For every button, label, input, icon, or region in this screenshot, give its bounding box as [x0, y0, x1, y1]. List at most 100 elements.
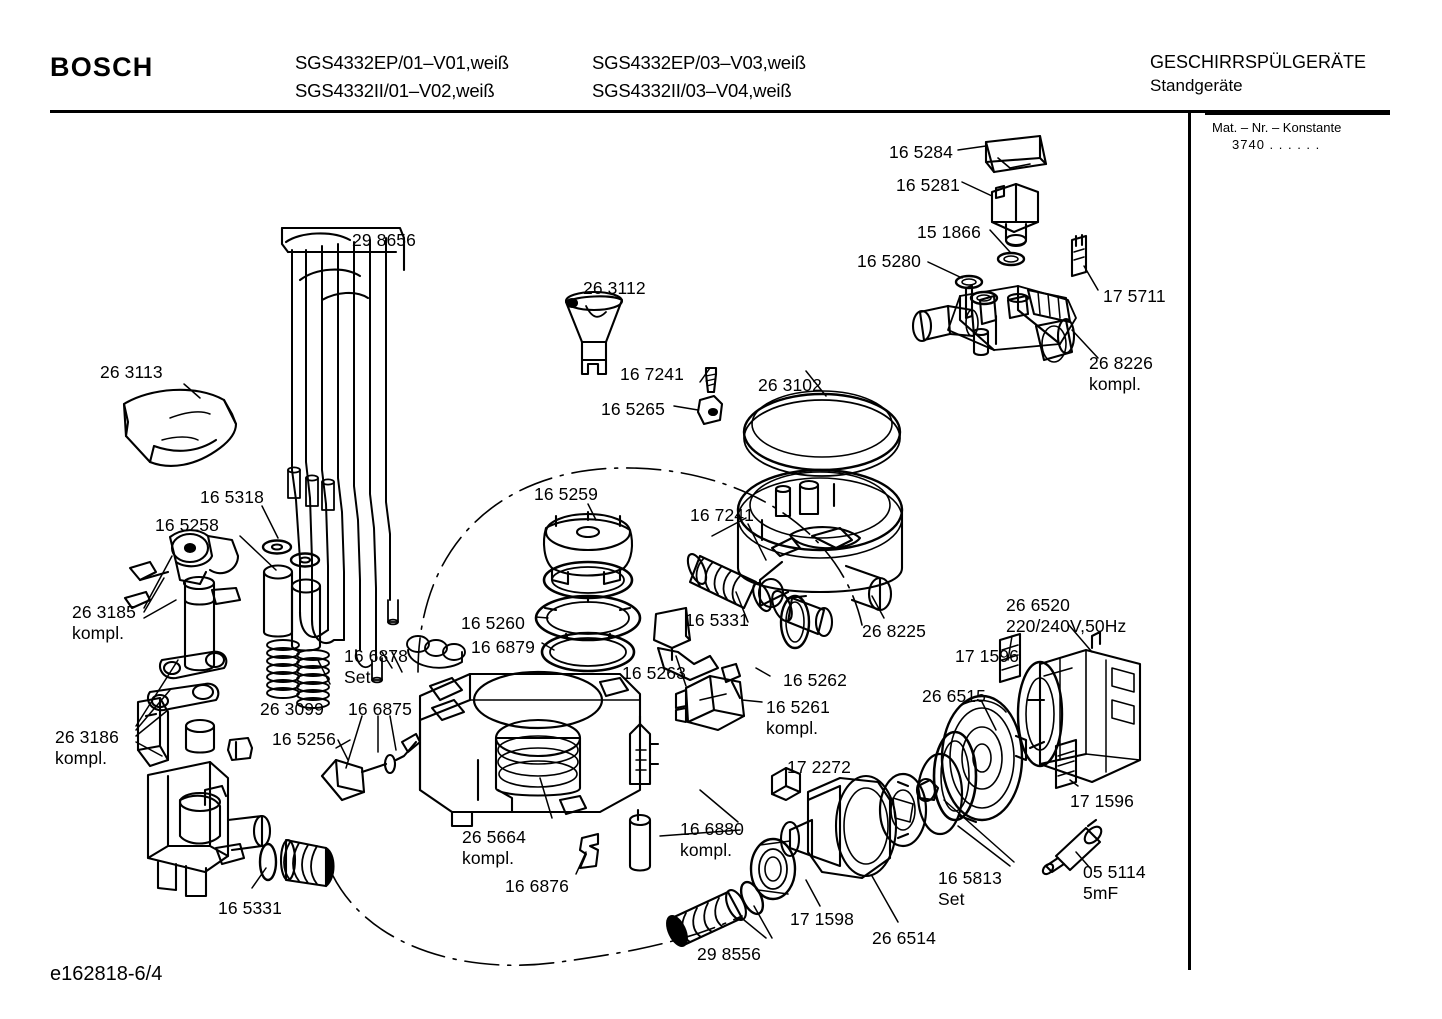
part-number: 16 5318: [200, 487, 264, 507]
part-number: 16 5259: [534, 484, 598, 504]
part-number: 26 8226: [1089, 353, 1153, 373]
product-category: GESCHIRRSPÜLGERÄTE: [1150, 52, 1367, 72]
part-qualifier: kompl.: [1089, 374, 1142, 394]
part-number: 16 7241: [620, 364, 684, 384]
part-number: 16 5813: [938, 868, 1002, 888]
part-label-165258: 16 5258: [155, 515, 219, 536]
part-number: 15 1866: [917, 222, 981, 242]
part-number: 26 6515: [922, 686, 986, 706]
part-number: 16 7241: [690, 505, 754, 525]
part-label-263113: 26 3113: [100, 362, 163, 383]
part-label-298556: 29 8556: [697, 944, 761, 965]
part-number: 16 5260: [461, 613, 525, 633]
part-number: 16 5331: [685, 610, 749, 630]
part-label-175711: 17 5711: [1103, 286, 1166, 307]
part-label-165281: 16 5281: [896, 175, 960, 196]
part-label-172272: 17 2272: [787, 757, 851, 778]
part-label-171598: 17 1598: [790, 909, 854, 930]
part-number: 26 3099: [260, 699, 324, 719]
mat-nr-rule: [1205, 113, 1390, 115]
part-label-151866: 15 1866: [917, 222, 981, 243]
part-qualifier: 220/240V,50Hz: [1006, 616, 1127, 636]
part-number: 26 3185: [72, 602, 136, 622]
part-number: 16 6879: [471, 637, 535, 657]
part-number: 26 3113: [100, 362, 163, 382]
header-divider-rule: [50, 110, 1390, 113]
part-number: 26 6514: [872, 928, 936, 948]
part-qualifier: 5mF: [1083, 883, 1119, 903]
part-number: 16 6880: [680, 819, 744, 839]
model-number-4: SGS4332II/03–V04,weiß: [592, 80, 792, 101]
part-number: 17 1596: [1070, 791, 1134, 811]
part-number: 16 5331: [218, 898, 282, 918]
mat-nr-value: 3740 . . . . . .: [1232, 137, 1321, 152]
right-column-divider: [1188, 110, 1191, 970]
part-qualifier: kompl.: [55, 748, 108, 768]
part-number: 16 5261: [766, 697, 830, 717]
part-number: 26 8225: [862, 621, 926, 641]
part-qualifier: Set: [938, 889, 965, 909]
part-qualifier: kompl.: [766, 718, 819, 738]
part-number: 16 5262: [783, 670, 847, 690]
part-label-165256: 16 5256: [272, 729, 336, 750]
part-number: 26 3112: [583, 278, 646, 298]
bosch-logo: BOSCH: [50, 52, 154, 82]
part-number: 26 6520: [1006, 595, 1070, 615]
part-label-167241: 16 7241: [690, 505, 754, 526]
part-label-263112: 26 3112: [583, 278, 646, 299]
part-number: 16 5256: [272, 729, 336, 749]
part-number: 16 6876: [505, 876, 569, 896]
model-number-3: SGS4332EP/03–V03,weiß: [592, 52, 806, 73]
part-label-165265: 16 5265: [601, 399, 665, 420]
model-number-2: SGS4332II/01–V02,weiß: [295, 80, 495, 101]
part-label-166876: 16 6876: [505, 876, 569, 897]
part-number: 26 3102: [758, 375, 822, 395]
part-label-263099: 26 3099: [260, 699, 324, 720]
part-number: 16 5265: [601, 399, 665, 419]
part-label-171596: 17 1596: [1070, 791, 1134, 812]
product-subcategory: Standgeräte: [1150, 76, 1243, 95]
part-label-165263: 16 5263: [622, 663, 686, 684]
part-label-165331: 16 5331: [218, 898, 282, 919]
part-number: 16 5258: [155, 515, 219, 535]
mat-nr-title: Mat. – Nr. – Konstante: [1212, 120, 1342, 135]
part-qualifier: kompl.: [72, 623, 125, 643]
part-number: 16 6878: [344, 646, 408, 666]
part-label-165260: 16 5260: [461, 613, 525, 634]
part-label-165280: 16 5280: [857, 251, 921, 272]
part-label-165331: 16 5331: [685, 610, 749, 631]
part-number: 17 2272: [787, 757, 851, 777]
part-number: 16 5263: [622, 663, 686, 683]
part-number: 16 5280: [857, 251, 921, 271]
part-number: 16 5284: [889, 142, 953, 162]
part-number: 17 1598: [790, 909, 854, 929]
part-qualifier: Set: [344, 667, 371, 687]
part-label-266514: 26 6514: [872, 928, 936, 949]
part-number: 16 5281: [896, 175, 960, 195]
sheet-id: e162818-6/4: [50, 963, 163, 985]
part-number: 17 1596: [955, 646, 1019, 666]
part-number: 29 8656: [352, 230, 416, 250]
part-number: 29 8556: [697, 944, 761, 964]
part-qualifier: kompl.: [680, 840, 733, 860]
part-label-165284: 16 5284: [889, 142, 953, 163]
part-label-298656: 29 8656: [352, 230, 416, 251]
part-label-166875: 16 6875: [348, 699, 412, 720]
part-label-165318: 16 5318: [200, 487, 264, 508]
part-label-171596: 17 1596: [955, 646, 1019, 667]
part-number: 17 5711: [1103, 286, 1166, 306]
part-label-268225: 26 8225: [862, 621, 926, 642]
part-number: 26 5664: [462, 827, 526, 847]
part-number: 05 5114: [1083, 862, 1146, 882]
